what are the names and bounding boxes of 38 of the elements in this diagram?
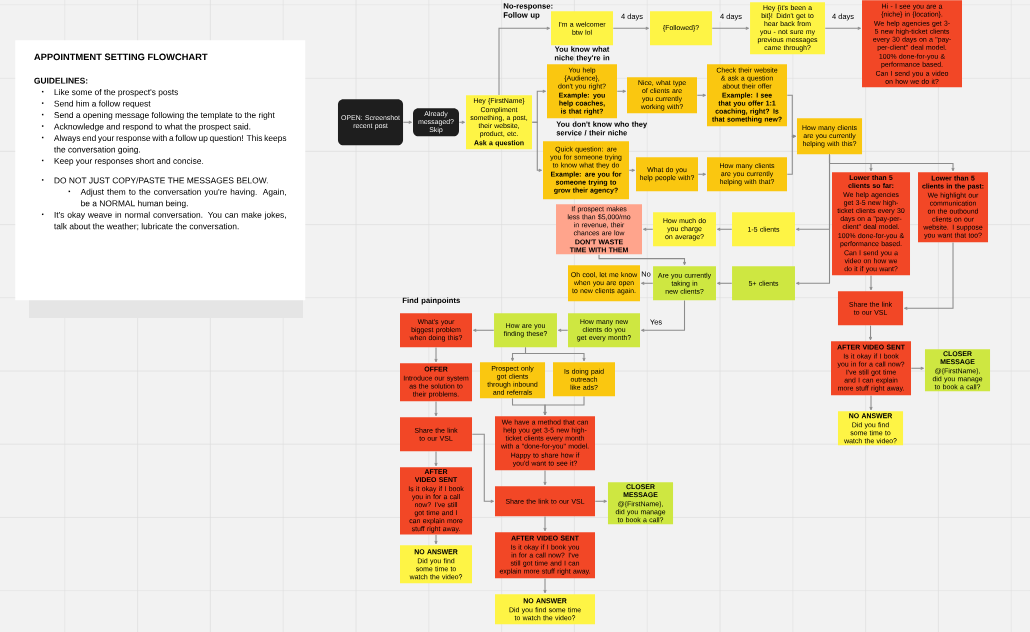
arrow	[498, 26, 551, 96]
arrow	[434, 534, 438, 545]
arrow	[598, 254, 687, 266]
arrow	[594, 499, 608, 503]
arrow	[795, 154, 831, 285]
arrow	[697, 172, 707, 176]
arrow	[434, 451, 438, 467]
note-card: APPOINTMENT SETTING FLOWCHART GUIDELINES: Like some of the prospect's posts Send him a follow request Send a opening message following the template to the right Acknowledge and respond to what the prospect said. Always end your response with a follow up question! This keeps the conversation going. Keep your responses short and concise. DO NOT JUST COPY/PASTE THE MESSAGES BELOW. Adjust them to the conversation you're having. Again, be a NORMAL human being. It's okay weave in normal conversation. You can make jokes, talk about the weather; lubricate the conversation.	[15, 40, 306, 318]
arrow	[628, 168, 636, 172]
arrow	[904, 242, 954, 310]
arrow	[868, 325, 873, 341]
arrow	[869, 395, 873, 411]
arrow	[543, 470, 547, 486]
arrow	[616, 89, 627, 93]
arrow	[543, 578, 547, 594]
arrow	[524, 347, 586, 362]
arrow	[869, 274, 873, 291]
arrow	[716, 281, 733, 285]
arrow	[612, 26, 650, 30]
arrow	[543, 516, 547, 532]
arrow	[458, 120, 466, 124]
arrow	[696, 93, 707, 97]
arrow	[786, 134, 797, 175]
arrow	[640, 300, 686, 332]
arrow	[642, 227, 654, 231]
arrow	[716, 227, 733, 231]
arrow	[543, 396, 585, 416]
arrow	[824, 26, 862, 30]
arrow	[471, 433, 495, 503]
arrow	[531, 121, 543, 172]
arrow	[557, 328, 569, 332]
arrow	[910, 366, 925, 370]
arrow	[472, 328, 495, 332]
arrow	[711, 26, 750, 30]
arrow	[434, 401, 438, 417]
arrow	[434, 347, 438, 363]
arrow	[402, 120, 413, 124]
arrow	[640, 281, 654, 285]
